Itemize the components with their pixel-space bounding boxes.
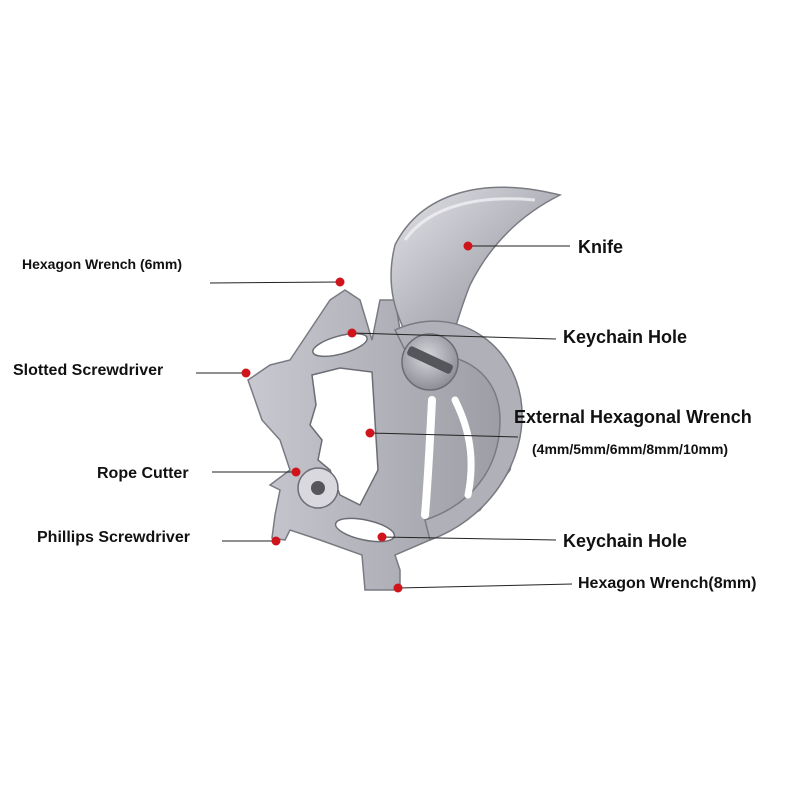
leader-line-hexagon-wrench-8mm (397, 583, 573, 589)
arm-slot-2 (451, 396, 475, 499)
leader-line-hexagon-wrench-6mm (209, 281, 341, 284)
knife-blade (390, 186, 563, 346)
rope-cutter-screw (311, 481, 325, 495)
leader-line-external-hexagonal-wrench (369, 432, 519, 438)
marker-dot-slotted-screwdriver (241, 368, 251, 378)
marker-dot-keychain-hole-bottom (377, 532, 387, 542)
callout-hexagon-wrench-8mm: Hexagon Wrench(8mm) (578, 575, 757, 592)
marker-dot-keychain-hole-top (347, 328, 357, 338)
callout-rope-cutter: Rope Cutter (97, 465, 189, 482)
keychain-hole-top-shape (312, 332, 368, 358)
callout-hexagon-wrench-6mm: Hexagon Wrench (6mm) (22, 256, 182, 272)
marker-dot-hexagon-wrench-6mm (335, 277, 345, 287)
callout-keychain-hole-bottom: Keychain Hole (563, 531, 688, 551)
marker-dot-knife (463, 241, 473, 251)
callout-knife: Knife (578, 237, 623, 257)
marker-dot-rope-cutter (291, 467, 301, 477)
callout-phillips-screwdriver: Phillips Screwdriver (37, 529, 190, 546)
callout-slotted-screwdriver: Slotted Screwdriver (13, 362, 164, 379)
marker-dot-external-hexagonal-wrench (365, 428, 375, 438)
marker-dot-phillips-screwdriver (271, 536, 281, 546)
pivot-slot (407, 346, 453, 374)
arm-slot (421, 396, 436, 519)
leader-line-keychain-hole-top (351, 332, 557, 340)
callout-keychain-hole-top: Keychain Hole (563, 327, 688, 347)
callout-external-hexagonal-wrench: External Hexagonal Wrench (514, 407, 752, 427)
marker-dot-hexagon-wrench-8mm (393, 583, 403, 593)
tool-arm (393, 320, 523, 541)
knife-edge-shine (403, 197, 536, 241)
callout-external-hexagonal-wrench-sizes: (4mm/5mm/6mm/8mm/10mm) (532, 441, 729, 457)
leader-line-keychain-hole-bottom (381, 536, 557, 541)
